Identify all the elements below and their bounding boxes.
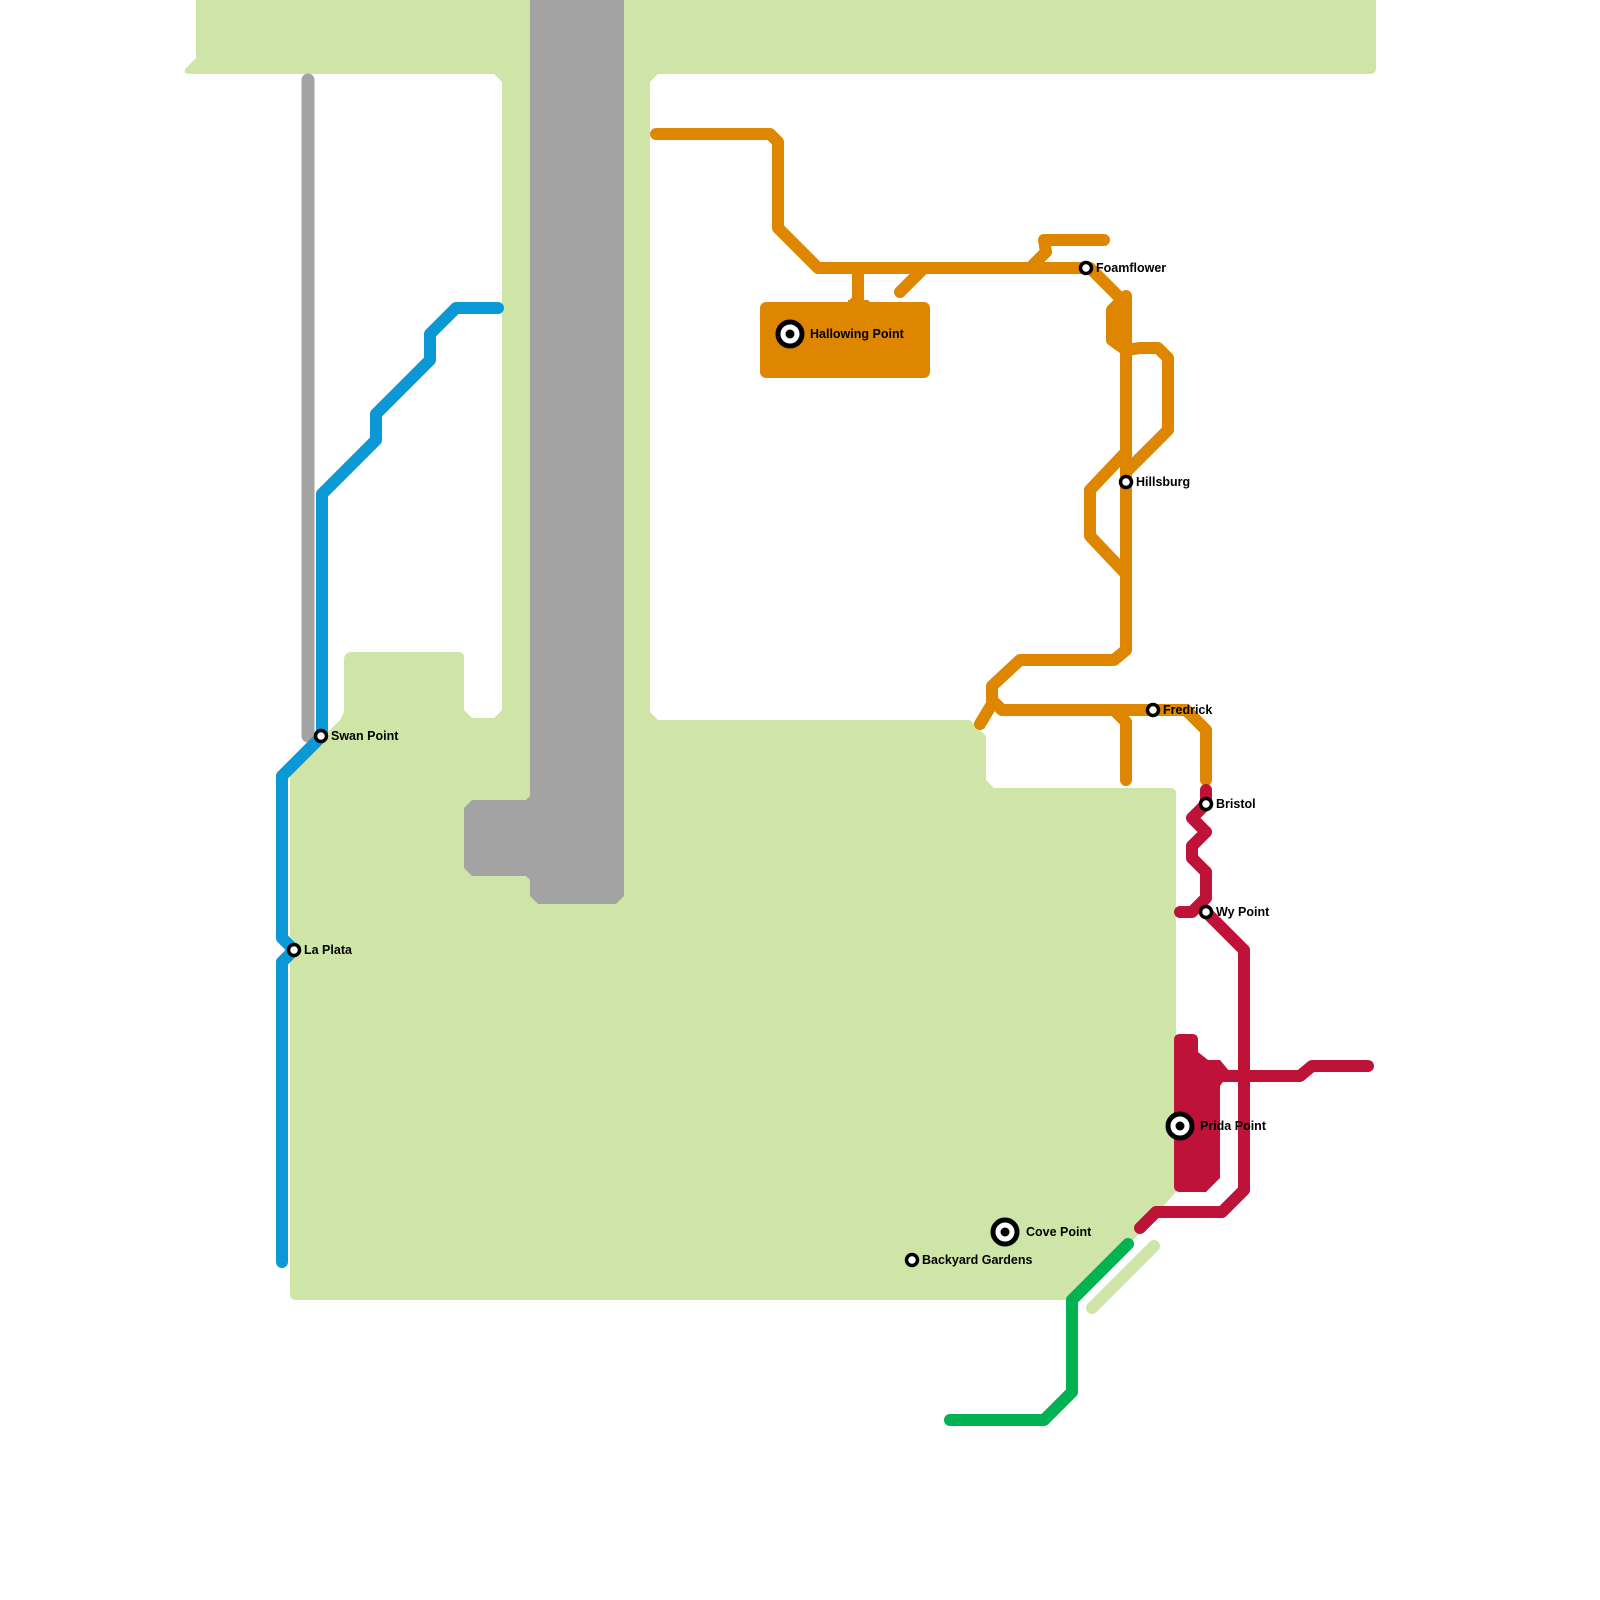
station-icon (904, 1252, 920, 1268)
station-label: Backyard Gardens (922, 1253, 1033, 1267)
station-label: Cove Point (1026, 1225, 1092, 1239)
station-la-plata[interactable]: La Plata (286, 942, 353, 958)
station-icon (1118, 474, 1134, 490)
land-shoal-stripe (1086, 1240, 1160, 1314)
station-icon (1078, 260, 1094, 276)
station-cove-point[interactable]: Cove Point (990, 1217, 1092, 1247)
station-label: Wy Point (1216, 905, 1270, 919)
interchange-dot-icon (1000, 1227, 1010, 1237)
station-label: Fredrick (1163, 703, 1212, 717)
station-swan-point[interactable]: Swan Point (313, 728, 400, 744)
line-orange[interactable] (650, 128, 1212, 786)
station-label: Hillsburg (1136, 475, 1190, 489)
station-icon (286, 942, 302, 958)
station-label: Swan Point (331, 729, 399, 743)
station-label: La Plata (304, 943, 353, 957)
station-icon (1198, 796, 1214, 812)
interchange-dot-icon (1175, 1121, 1185, 1131)
station-hillsburg[interactable]: Hillsburg (1118, 474, 1191, 490)
station-icon (313, 728, 329, 744)
land-areas (184, 0, 1377, 1314)
grey-channel (464, 0, 624, 904)
station-foamflower[interactable]: Foamflower (1078, 260, 1167, 276)
station-bristol[interactable]: Bristol (1198, 796, 1256, 812)
land-top-band (184, 0, 1377, 1300)
station-hallowing-point[interactable]: Hallowing Point (775, 319, 905, 349)
line-crimson[interactable] (1134, 784, 1374, 1234)
station-label: Bristol (1216, 797, 1256, 811)
station-label: Prida Point (1200, 1119, 1267, 1133)
stations: Hallowing Point Foamflower Hillsburg Fre… (286, 260, 1271, 1268)
station-prida-point[interactable]: Prida Point (1165, 1111, 1267, 1141)
line-green[interactable] (944, 1238, 1134, 1426)
station-icon (1198, 904, 1214, 920)
station-icon (1145, 702, 1161, 718)
station-label: Hallowing Point (810, 327, 905, 341)
station-fredrick[interactable]: Fredrick (1145, 702, 1213, 718)
station-backyard-gardens[interactable]: Backyard Gardens (904, 1252, 1033, 1268)
grey-areas (464, 0, 624, 904)
interchange-dot-icon (785, 329, 795, 339)
station-label: Foamflower (1096, 261, 1166, 275)
station-wy-point[interactable]: Wy Point (1198, 904, 1271, 920)
